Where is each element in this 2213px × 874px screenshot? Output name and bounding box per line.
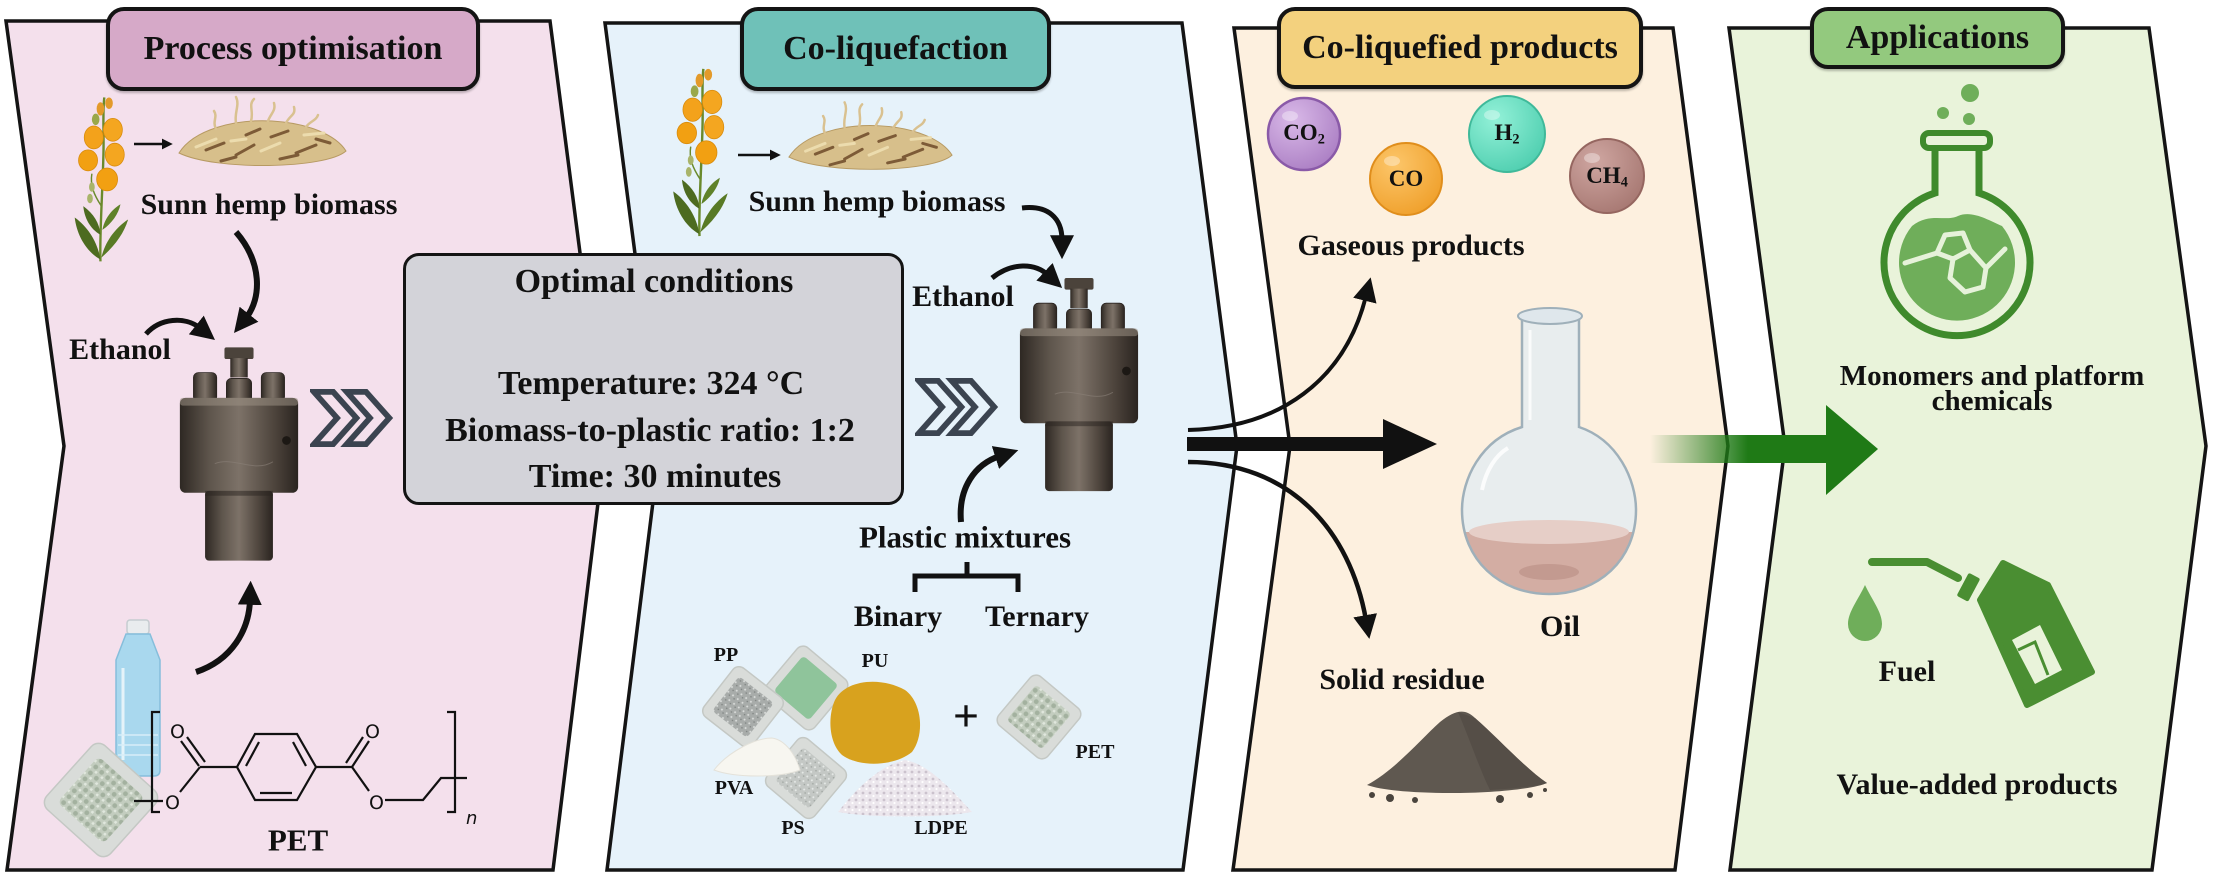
- plastic-label-pu: PU: [861, 650, 889, 672]
- mixture-type-binary: Binary: [853, 600, 943, 633]
- pet-sample-tray: [996, 674, 1082, 760]
- structure-atom-oxygen: O: [170, 721, 185, 743]
- panel-title-text: Process optimisation: [143, 30, 443, 67]
- pet-feed-arrow-icon: [195, 580, 262, 675]
- plastic-label-pp: PP: [713, 644, 739, 666]
- pva-powder-sample: [713, 737, 801, 777]
- panel-title-process-optimisation: Process optimisation: [106, 7, 480, 91]
- condition-time: Time: 30 minutes: [528, 458, 782, 495]
- gas-bubble-h2-icon: [1468, 95, 1546, 173]
- plastic-label-pva: PVA: [714, 777, 754, 799]
- pet-label: PET: [267, 822, 329, 858]
- flask-molecule-icon: [1880, 84, 2034, 340]
- gas-bubble-co2-icon: [1266, 96, 1342, 172]
- panel-title-text: Co-liquefaction: [783, 30, 1008, 67]
- repeat-unit-subscript: n: [466, 808, 477, 829]
- gas-bubble-ch4-icon: [1569, 138, 1645, 214]
- structure-atom-oxygen: O: [369, 792, 384, 814]
- gas-formula: CO: [1283, 120, 1318, 146]
- plastic-label-ps: PS: [781, 817, 805, 839]
- panel-title-applications: Applications: [1810, 7, 2065, 69]
- gas-label-ch4: CH4: [1586, 164, 1628, 190]
- condition-biomass-plastic-ratio: Biomass-to-plastic ratio: 1:2: [445, 412, 855, 449]
- gas-formula-subscript: 4: [1620, 174, 1628, 191]
- structure-atom-oxygen: O: [165, 792, 180, 814]
- panel-title-co-liquefaction: Co-liquefaction: [740, 7, 1051, 91]
- solid-residue-pile-icon: [1367, 711, 1547, 803]
- gas-formula-subscript: 2: [1512, 131, 1520, 148]
- plastic-label-ldpe: LDPE: [914, 817, 968, 839]
- mixture-type-bracket: [912, 562, 1021, 592]
- gas-formula: CO: [1388, 166, 1424, 192]
- gaseous-products-label: Gaseous products: [1297, 229, 1525, 262]
- pu-foam-sample: [830, 681, 921, 764]
- main-product-arrow-icon: [1187, 419, 1437, 469]
- panel-title-text: Co-liquefied products: [1302, 29, 1618, 66]
- application-monomers-label: Monomers and platform chemicals: [1839, 360, 2145, 417]
- panel-title-co-liquefied-products: Co-liquefied products: [1277, 7, 1643, 89]
- biomass-feed-arrow-icon: [1021, 205, 1074, 260]
- application-fuel-label: Fuel: [1878, 655, 1936, 688]
- ethanol-feed-arrow-icon: [144, 315, 216, 340]
- structure-atom-oxygen: O: [365, 721, 380, 743]
- biomass-feed-arrow-icon: [233, 230, 260, 334]
- panel-title-text: Applications: [1845, 19, 2030, 56]
- gas-bubble-co-icon: [1369, 142, 1443, 216]
- pet-bottle-icon: [115, 619, 161, 777]
- solid-product-arrow-icon: [1187, 459, 1377, 639]
- pet-pellet-tray-icon: [43, 742, 159, 858]
- fuel-nozzle-can-icon: [1848, 558, 2095, 708]
- condition-temperature: Temperature: 324 °C: [497, 365, 805, 402]
- process-flow-arrow-green-icon: [1650, 405, 1878, 495]
- gas-label-co: CO: [1389, 167, 1424, 193]
- gas-product-arrow-icon: [1187, 277, 1377, 432]
- oil-label: Oil: [1539, 610, 1581, 643]
- ethanol-feed-arrow-icon: [990, 262, 1063, 289]
- plastic-samples-illustration: [701, 645, 1082, 820]
- solid-residue-label: Solid residue: [1319, 663, 1485, 696]
- pp-sample-tray: [701, 665, 785, 749]
- optimal-conditions-title: Optimal conditions: [514, 263, 794, 300]
- biomass-label: Sunn hemp biomass: [748, 185, 1006, 218]
- gas-formula-subscript: 2: [1317, 131, 1325, 148]
- pp-green-sample-tray: [763, 645, 849, 731]
- pet-chemical-structure: [134, 710, 467, 814]
- value-added-products-label: Value-added products: [1836, 768, 2118, 801]
- plus-sign: +: [952, 690, 980, 741]
- ethanol-label: Ethanol: [912, 280, 1014, 313]
- gas-label-co2: CO2: [1283, 121, 1325, 147]
- ethanol-label: Ethanol: [69, 333, 171, 366]
- plastic-label-pet: PET: [1075, 741, 1115, 763]
- ldpe-pellet-sample: [838, 760, 972, 817]
- gas-label-h2: H2: [1494, 121, 1519, 147]
- biomass-label: Sunn hemp biomass: [140, 188, 398, 221]
- gas-formula: H: [1494, 120, 1513, 146]
- plastic-mixtures-label: Plastic mixtures: [858, 519, 1072, 555]
- mixture-type-ternary: Ternary: [985, 600, 1089, 633]
- gas-formula: CH: [1586, 163, 1621, 189]
- optimal-conditions-box: [403, 253, 904, 505]
- plastic-feed-arrow-icon: [957, 446, 1019, 523]
